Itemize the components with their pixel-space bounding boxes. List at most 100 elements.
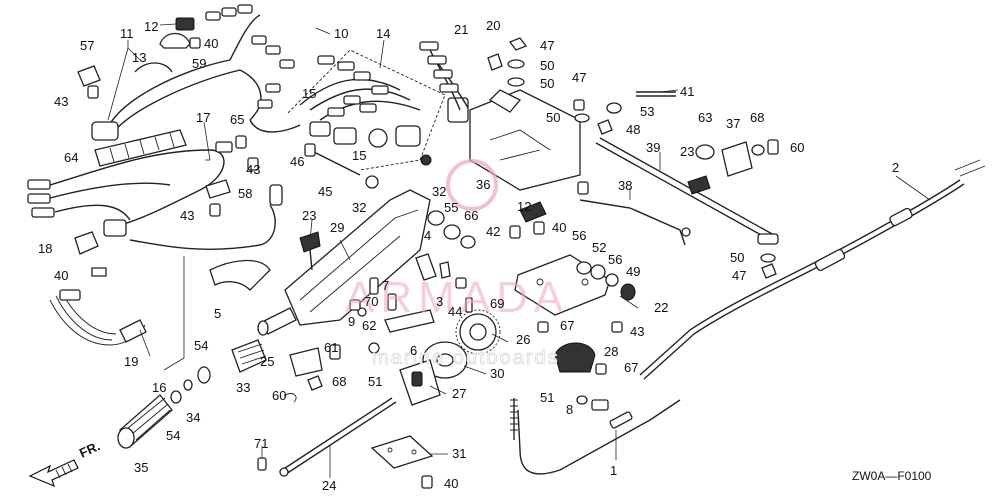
- callout-50-c: 50: [546, 110, 560, 125]
- bolt-8: [576, 395, 609, 411]
- callout-62: 62: [362, 318, 376, 333]
- diagram-code: ZW0A—F0100: [852, 469, 932, 483]
- callout-19: 19: [124, 354, 138, 369]
- callout-55: 55: [444, 200, 458, 215]
- bracket-18: [74, 231, 107, 277]
- friction-knob-28: [554, 342, 596, 373]
- wire-harness-21: [419, 41, 503, 111]
- callout-25: 25: [260, 354, 274, 369]
- callout-12-mid: 12: [517, 199, 531, 214]
- callout-15-top: 15: [302, 86, 316, 101]
- coiled-cord-19: [49, 184, 283, 346]
- callout-50-d: 50: [730, 250, 744, 265]
- steering-bracket-36: [447, 89, 581, 223]
- callout-54-b: 54: [166, 428, 180, 443]
- callout-63: 63: [698, 110, 712, 125]
- callout-16: 16: [152, 380, 166, 395]
- callout-71: 71: [254, 436, 268, 451]
- callout-68-b: 68: [750, 110, 764, 125]
- callout-54-a: 54: [194, 338, 208, 353]
- callout-53: 53: [640, 104, 654, 119]
- callout-22: 22: [654, 300, 668, 315]
- callout-38: 38: [618, 178, 632, 193]
- front-direction-arrow: FR.: [28, 438, 102, 488]
- callout-24: 24: [322, 478, 336, 493]
- callout-12-top: 12: [144, 19, 158, 34]
- leader-lines: [107, 23, 931, 478]
- callout-44: 44: [448, 304, 462, 319]
- switch-15: [309, 121, 432, 166]
- callout-3: 3: [436, 294, 443, 309]
- arm-62: [357, 253, 451, 354]
- callout-64: 64: [64, 150, 78, 165]
- callout-43-b: 43: [246, 162, 260, 177]
- shift-rod-38: [579, 199, 691, 246]
- callout-41: 41: [680, 84, 694, 99]
- callout-10: 10: [334, 26, 348, 41]
- bracket-25: [283, 344, 341, 403]
- throttle-grip-33: [170, 339, 267, 404]
- callout-61: 61: [324, 340, 338, 355]
- throttle-rod-39: [595, 137, 779, 245]
- callout-26: 26: [516, 332, 530, 347]
- pin-71: [257, 457, 267, 471]
- callout-46: 46: [290, 154, 304, 169]
- callout-70: 70: [364, 294, 378, 309]
- watermark-tagline: marine outboards: [372, 347, 560, 369]
- callout-labels: 1 2 3 4 5 6 7 8 9 10 11 12 12 13 14 15 1…: [38, 18, 899, 493]
- callout-67-a: 67: [560, 318, 574, 333]
- callout-58: 58: [238, 186, 252, 201]
- callout-8: 8: [566, 402, 573, 417]
- tiller-handle-29: [257, 189, 431, 336]
- pivot-37: [687, 139, 779, 195]
- washer-55: [427, 210, 476, 249]
- callout-35: 35: [134, 460, 148, 475]
- plate-31: [370, 435, 434, 469]
- callout-32-right: 32: [432, 184, 446, 199]
- callout-69: 69: [490, 296, 504, 311]
- callout-60-b: 60: [272, 388, 286, 403]
- callout-1: 1: [610, 463, 617, 478]
- callout-40-c: 40: [552, 220, 566, 235]
- callout-47-a: 47: [540, 38, 554, 53]
- callout-17: 17: [196, 110, 210, 125]
- callout-40-a: 40: [204, 36, 218, 51]
- front-direction-label: FR.: [77, 438, 102, 460]
- callout-47-c: 47: [732, 268, 746, 283]
- callout-30: 30: [490, 366, 504, 381]
- knob-23: [299, 231, 321, 271]
- callout-40-d: 40: [444, 476, 458, 491]
- callout-68-a: 68: [332, 374, 346, 389]
- watermark: ARMADA marine outboards: [345, 159, 563, 369]
- callout-13: 13: [132, 50, 146, 65]
- callout-67-b: 67: [624, 360, 638, 375]
- callout-47-b: 47: [572, 70, 586, 85]
- callout-18: 18: [38, 241, 52, 256]
- nut-stack-right: [507, 37, 777, 279]
- callout-51-a: 51: [368, 374, 382, 389]
- drum-30: [422, 341, 468, 379]
- callout-60-a: 60: [790, 140, 804, 155]
- callout-66: 66: [464, 208, 478, 223]
- callout-23-right: 23: [680, 144, 694, 159]
- bracket-27: [399, 359, 441, 406]
- callout-56-b: 56: [608, 252, 622, 267]
- callout-43-a: 43: [54, 94, 68, 109]
- callout-57: 57: [80, 38, 94, 53]
- callout-43-d: 43: [630, 324, 644, 339]
- callout-28: 28: [604, 344, 618, 359]
- callout-36: 36: [476, 177, 490, 192]
- callout-52: 52: [592, 240, 606, 255]
- control-cable-2: [639, 159, 986, 380]
- callout-2: 2: [892, 160, 899, 175]
- callout-20: 20: [486, 18, 500, 33]
- stud-41: [636, 91, 676, 97]
- sleeve-64: [94, 129, 187, 167]
- callout-43-c: 43: [180, 208, 194, 223]
- small-fasteners: [87, 37, 623, 489]
- callout-31: 31: [452, 446, 466, 461]
- callout-21: 21: [454, 22, 468, 37]
- callout-9: 9: [348, 314, 355, 329]
